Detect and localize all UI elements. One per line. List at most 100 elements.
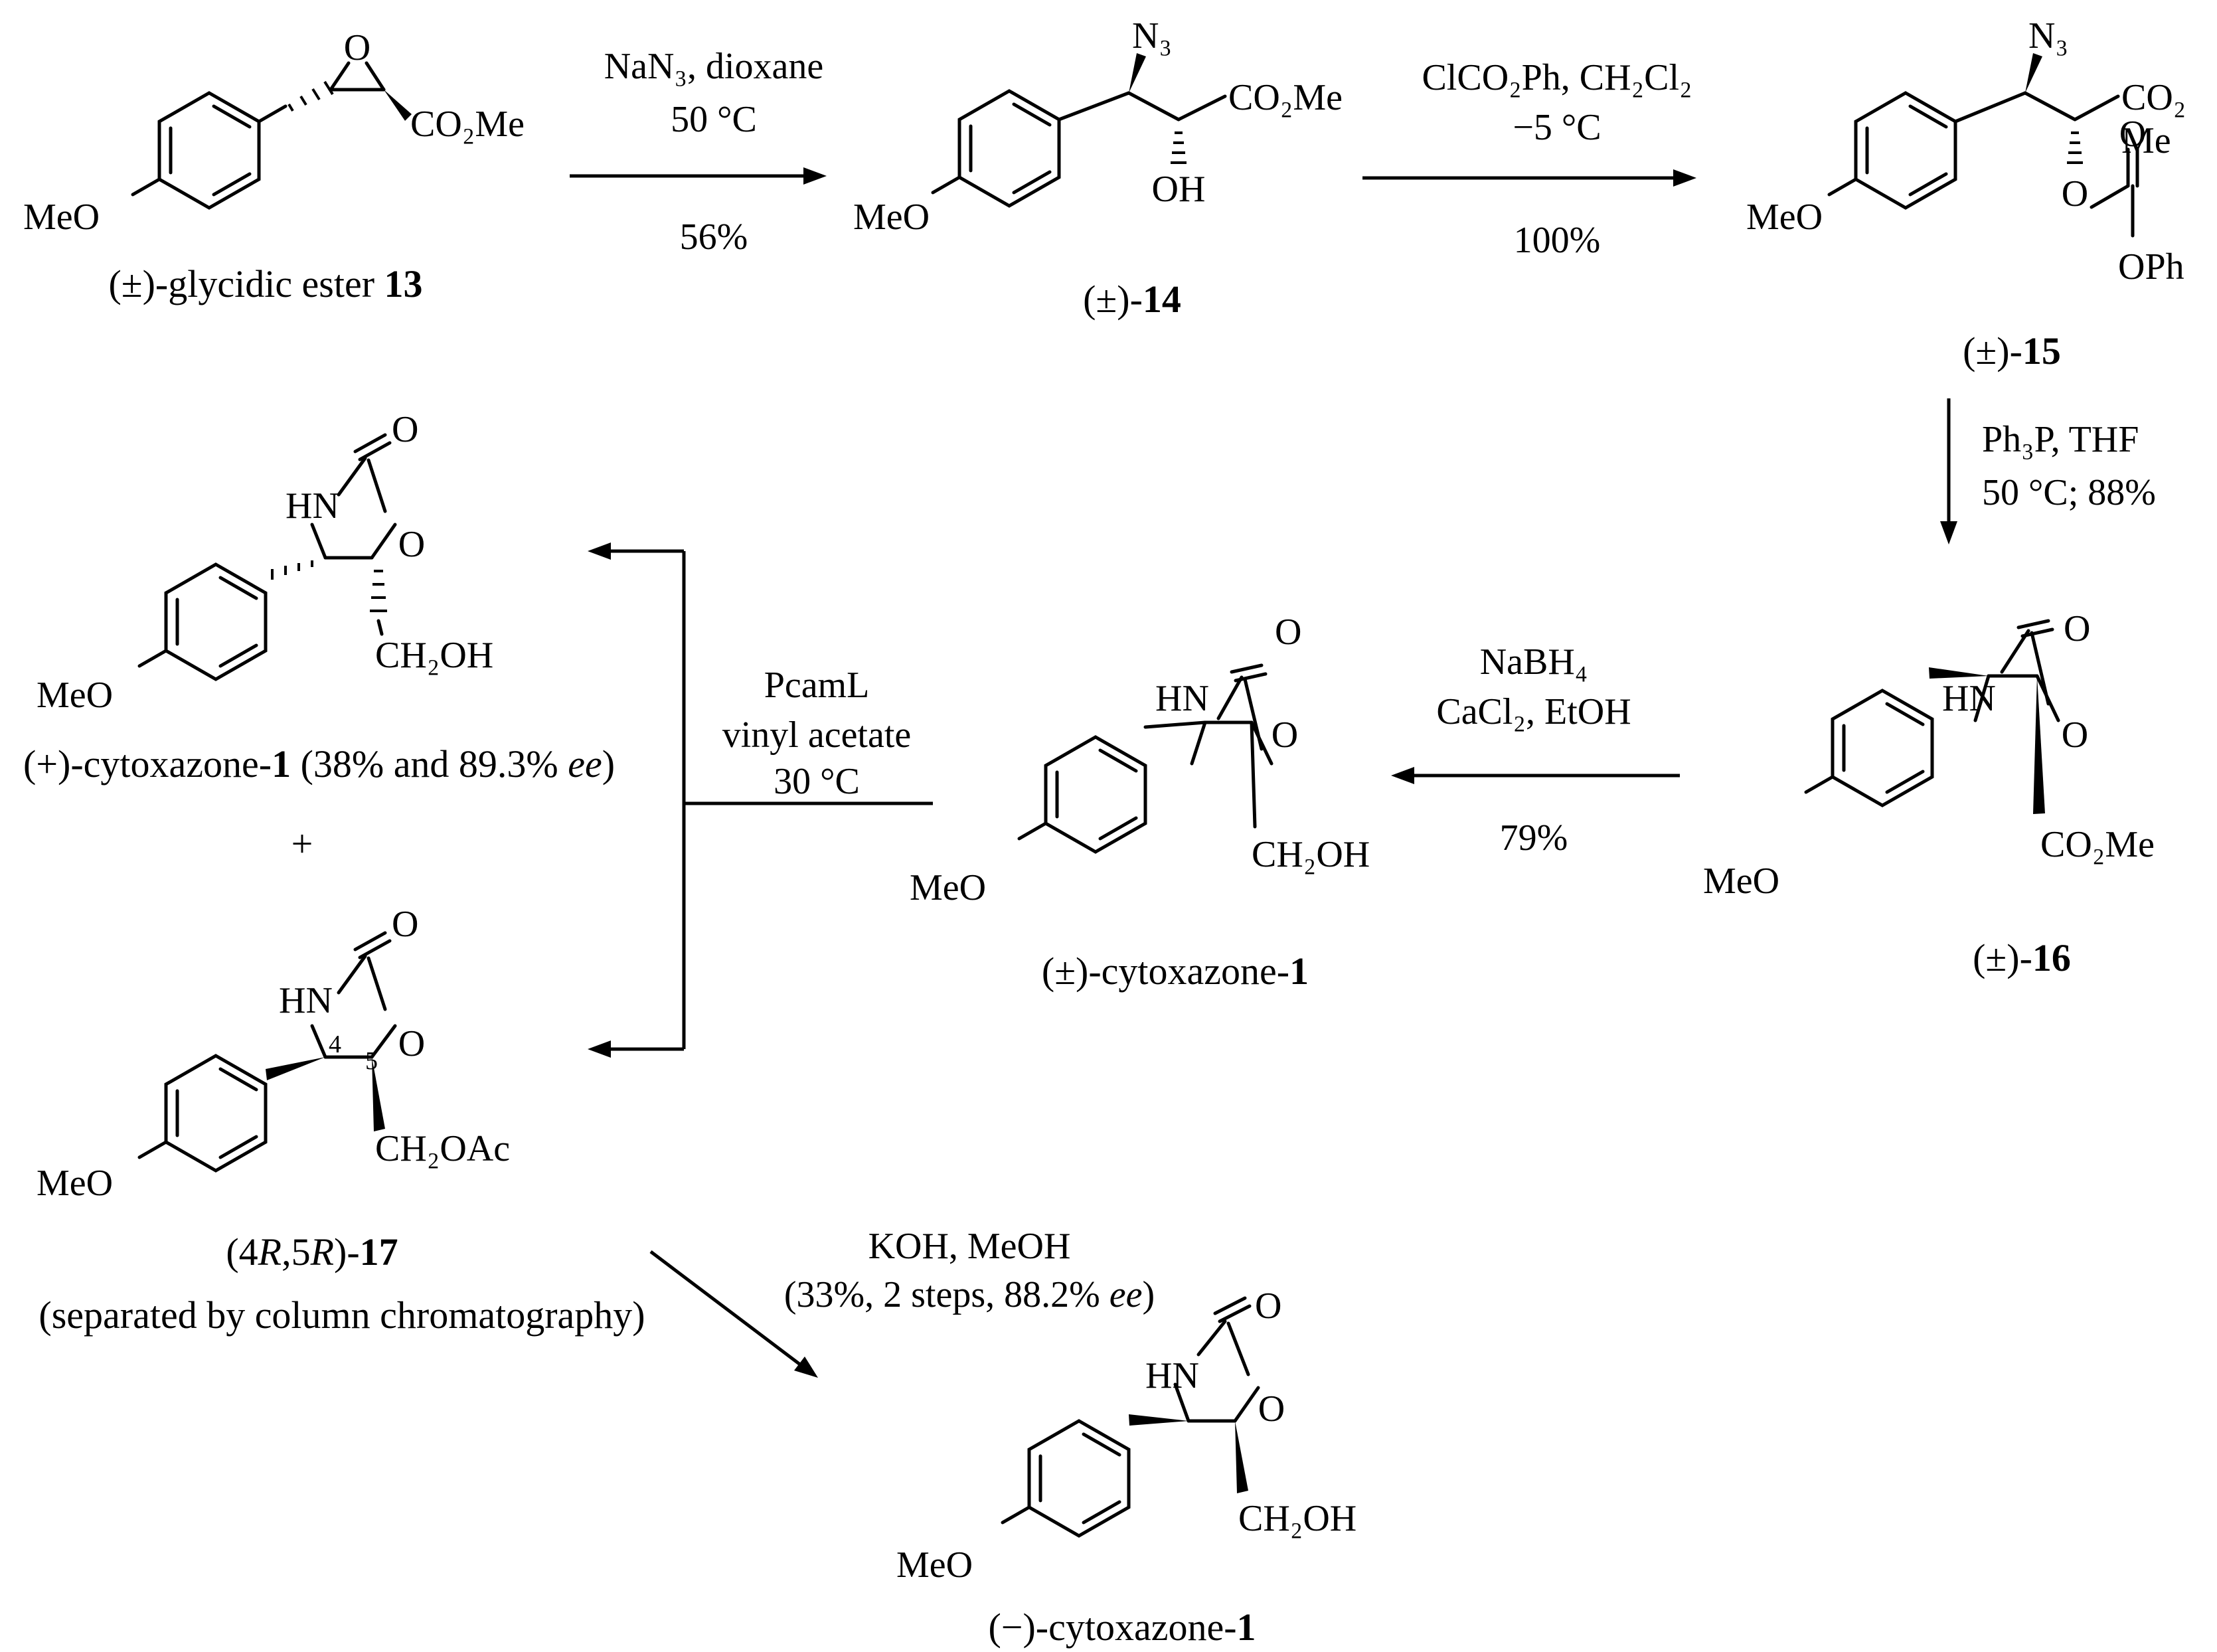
condition: CaCl₂, EtOH	[1436, 691, 1631, 732]
compound-15: N₃ CO₂ Me O O OPh MeO (±)-15	[1746, 15, 2186, 372]
stereo-hash	[287, 103, 294, 112]
stereo-wedge	[384, 90, 412, 121]
atom-meo: MeO	[23, 197, 100, 238]
compound-label: (−)-cytoxazone-1	[988, 1606, 1256, 1649]
compound-label: (4R,5R)-17	[226, 1230, 398, 1274]
atom-o-carbonyl: O	[392, 409, 418, 450]
stereo-wedge	[2033, 676, 2045, 814]
locant-4: 4	[329, 1031, 341, 1058]
atom-me: Me	[2121, 120, 2171, 161]
compound-minus-cytoxazone-1: O HN O CH₂OH MeO (−)-cytoxazone-1	[896, 1285, 1356, 1649]
compound-plus-cytoxazone-1: O HN O CH₂OH MeO (+)-cytoxazone-1 (38% a…	[23, 409, 615, 785]
stereo-wedge	[1929, 667, 1989, 679]
condition: 50 °C; 88%	[1982, 472, 2156, 513]
atom-ch2oac: CH₂OAc	[375, 1128, 510, 1169]
atom-o-carbonyl: O	[392, 904, 418, 945]
aryl-ring	[157, 91, 261, 210]
stereo-hash	[311, 88, 321, 101]
step-5: PcamL vinyl acetate 30 °C	[588, 542, 933, 1058]
reagent: ClCO₂Ph, CH₂Cl₂	[1422, 57, 1692, 98]
atom-ch2oh: CH₂OH	[375, 635, 493, 676]
atom-meo: MeO	[37, 675, 113, 716]
compound-17: O HN O 4 5 CH₂OAc MeO (4R,5R)-17 (separa…	[37, 904, 645, 1337]
aryl-ring	[164, 562, 268, 681]
compound-label: (±)-16	[1973, 936, 2071, 979]
step-3: Ph₃P, THF 50 °C; 88%	[1940, 398, 2156, 544]
atom-ch2oh: CH₂OH	[1252, 834, 1370, 875]
stereo-wedge	[1129, 1414, 1189, 1426]
atom-ch2oh: CH₂OH	[1238, 1498, 1356, 1539]
separation-note: (separated by column chromatography)	[39, 1293, 645, 1337]
condition: (33%, 2 steps, 88.2% ee)	[784, 1274, 1155, 1315]
arrow-head	[1391, 767, 1414, 784]
enzyme: PcamL	[764, 665, 870, 706]
atom-hn: HN	[279, 980, 333, 1021]
atom-n3: N₃	[1132, 15, 1172, 56]
condition: 50 °C	[671, 99, 757, 140]
compound-label: (±)-14	[1083, 278, 1181, 321]
step-1: NaN₃, dioxane 50 °C 56%	[570, 46, 827, 258]
aryl-ring	[1854, 91, 1957, 210]
arrow-head	[803, 167, 827, 185]
plus-sign: +	[291, 822, 313, 865]
stereo-wedge	[266, 1057, 325, 1080]
reagent: vinyl acetate	[722, 714, 912, 756]
aryl-ring	[164, 1054, 268, 1173]
compound-label: (±)-glycidic ester 13	[108, 262, 422, 305]
locant-5: 5	[365, 1047, 378, 1075]
atom-meo: MeO	[1746, 197, 1823, 238]
compound-14: N₃ CO₂Me OH MeO (±)-14	[853, 15, 1343, 321]
atom-o: O	[344, 27, 370, 68]
atom-o-carbonyl: O	[1255, 1285, 1281, 1327]
compound-label: (±)-15	[1963, 329, 2061, 372]
atom-o: O	[2062, 173, 2088, 214]
reagent: KOH, MeOH	[868, 1226, 1071, 1267]
reaction-arrow	[649, 1250, 801, 1366]
atom-hn: HN	[286, 485, 339, 527]
compound-13: O CO₂Me MeO (±)-glycidic ester 13	[23, 27, 525, 305]
atom-meo: MeO	[910, 867, 986, 908]
atom-meo: MeO	[896, 1544, 973, 1586]
stereo-hash	[323, 80, 334, 96]
arrow-head	[1940, 521, 1957, 544]
step-4: NaBH₄ CaCl₂, EtOH 79%	[1391, 641, 1680, 859]
arrow-head	[588, 542, 611, 560]
aryl-ring	[1027, 1419, 1131, 1538]
compound-label: (+)-cytoxazone-1 (38% and 89.3% ee)	[23, 742, 615, 785]
stereo-wedge	[1235, 1421, 1248, 1493]
atom-o-ring: O	[398, 524, 425, 565]
stereo-wedge	[1129, 53, 1146, 93]
atom-o-ring: O	[398, 1023, 425, 1064]
yield: 79%	[1500, 817, 1568, 859]
compound-rac-cytoxazone-1: O HN O CH₂OH MeO (±)-cytoxazone-1	[910, 612, 1370, 993]
atom-meo: MeO	[853, 197, 930, 238]
atom-oph: OPh	[2118, 246, 2184, 288]
atom-ester: CO₂Me	[1228, 77, 1343, 118]
atom-meo: MeO	[1703, 861, 1779, 902]
atom-hn: HN	[1155, 678, 1209, 719]
atom-n3: N₃	[2028, 15, 2068, 56]
aryl-ring	[957, 89, 1061, 208]
atom-o-carbonyl: O	[1275, 612, 1301, 653]
atom-ester: CO₂Me	[2040, 824, 2155, 865]
aryl-ring	[1831, 689, 1934, 807]
yield: 100%	[1514, 220, 1601, 261]
compound-label: (±)-cytoxazone-1	[1042, 950, 1309, 993]
aryl-ring	[1044, 735, 1147, 854]
atom-o-carbonyl: O	[2119, 114, 2146, 155]
step-2: ClCO₂Ph, CH₂Cl₂ −5 °C 100%	[1362, 57, 1696, 261]
arrow-head	[588, 1040, 611, 1058]
atom-o-carbonyl: O	[2064, 608, 2090, 649]
atom-co2: CO₂	[2121, 77, 2186, 118]
condition: −5 °C	[1513, 107, 1601, 148]
compound-16: O HN O CO₂Me MeO (±)-16	[1703, 608, 2155, 979]
yield: 56%	[680, 216, 748, 258]
reagent: NaBH₄	[1480, 641, 1588, 683]
atom-oh: OH	[1152, 169, 1206, 210]
reagent: Ph₃P, THF	[1982, 419, 2139, 460]
atom-o-ring: O	[1258, 1388, 1285, 1430]
atom-o-ring: O	[1272, 714, 1298, 756]
atom-hn: HN	[1942, 678, 1996, 719]
stereo-wedge	[2025, 53, 2042, 93]
